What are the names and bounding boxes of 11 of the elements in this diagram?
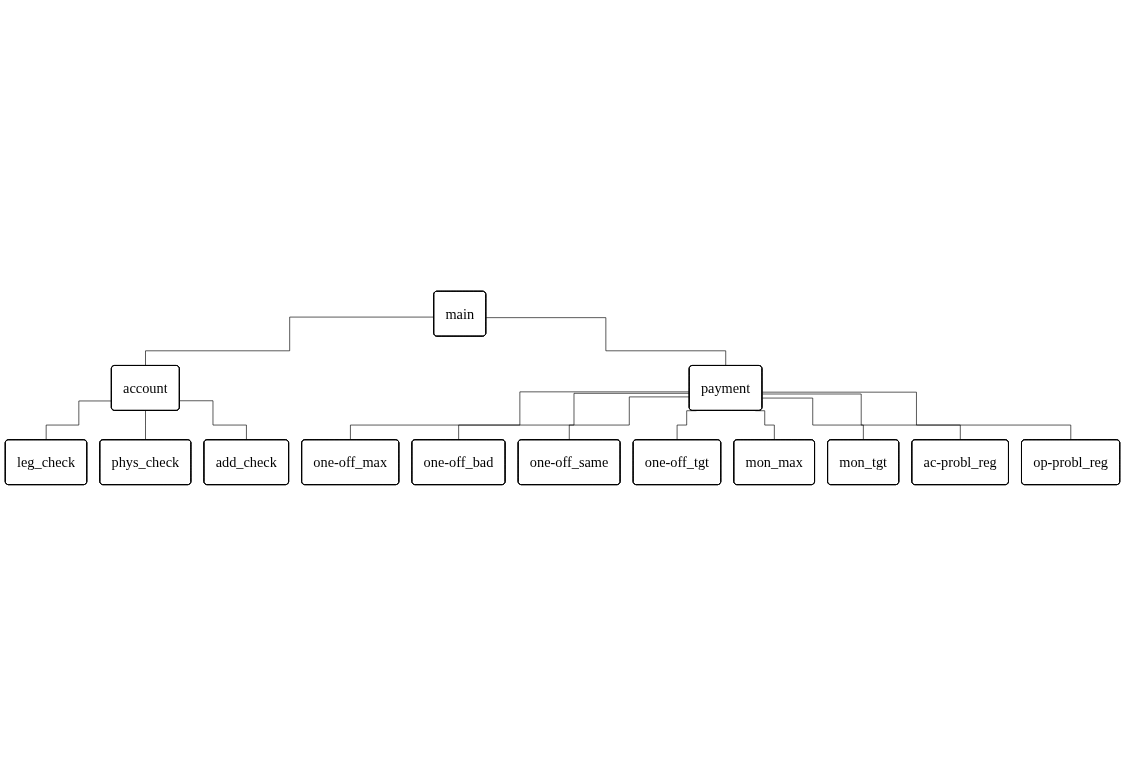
connector — [761, 391, 1072, 441]
connector — [568, 396, 690, 441]
connector — [458, 393, 690, 441]
connector — [485, 317, 727, 367]
connector — [179, 400, 247, 441]
connector — [45, 400, 112, 441]
connector — [145, 316, 435, 367]
connector — [761, 393, 961, 441]
connector — [350, 391, 690, 441]
connector — [145, 410, 146, 441]
connector — [761, 397, 864, 441]
